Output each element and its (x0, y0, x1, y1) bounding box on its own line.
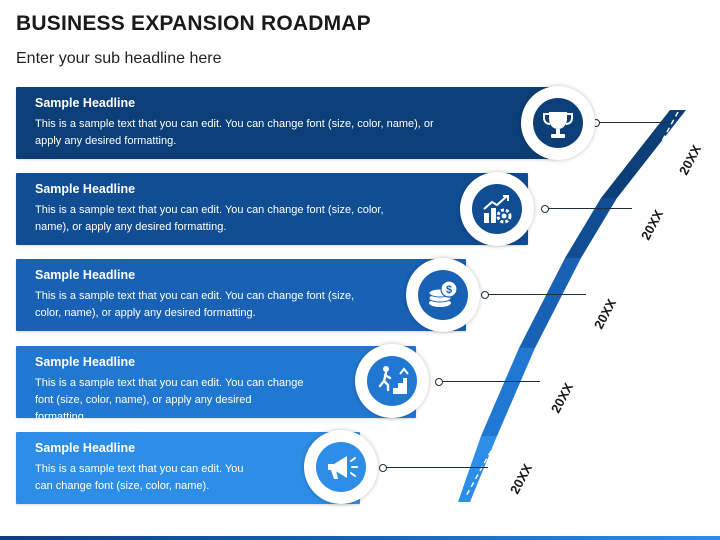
svg-text:$: $ (446, 284, 452, 296)
card-panel (16, 432, 360, 504)
connector-dot-3 (481, 291, 489, 299)
year-label-1: 20XX (676, 142, 704, 177)
roadmap-card-1: Sample Headline This is a sample text th… (16, 87, 556, 159)
roadmap-card-3: Sample Headline This is a sample text th… (16, 259, 466, 331)
page-subtitle: Enter your sub headline here (16, 50, 222, 67)
icon-disc-3: $ (406, 258, 480, 332)
connector-line-1 (598, 122, 670, 123)
connector-line-5 (384, 467, 488, 468)
icon-disc-4 (355, 344, 429, 418)
footer-accent-bar (0, 536, 720, 540)
year-label-3: 20XX (591, 296, 619, 331)
card-body-text: This is a sample text that you can edit.… (35, 463, 244, 492)
year-label-4: 20XX (548, 380, 576, 415)
card-headline: Sample Headline (35, 268, 136, 282)
year-label-5: 20XX (507, 461, 535, 496)
timeline-segment-5 (458, 436, 497, 502)
roadmap-card-2: Sample Headline This is a sample text th… (16, 173, 528, 245)
trophy-icon (543, 112, 573, 138)
connector-line-2 (546, 208, 632, 209)
icon-disc-2 (460, 172, 534, 246)
card-body-text: This is a sample text that you can edit.… (35, 118, 434, 147)
timeline-segment-2 (565, 198, 617, 258)
card-panel (16, 346, 416, 418)
card-panel (16, 87, 556, 159)
connector-dot-5 (379, 464, 387, 472)
card-headline: Sample Headline (35, 441, 136, 455)
growth-chart-gear-icon (483, 195, 512, 224)
page-title: BUSINESS EXPANSION ROADMAP (16, 12, 371, 35)
card-panel (16, 173, 528, 245)
climbing-stairs-icon (378, 366, 409, 394)
timeline-segment-4 (481, 348, 535, 436)
connector-dot-4 (435, 378, 443, 386)
card-body-text: This is a sample text that you can edit.… (35, 290, 355, 319)
connector-line-4 (440, 381, 540, 382)
connector-line-3 (486, 294, 586, 295)
card-body-text: This is a sample text that you can edit.… (35, 204, 384, 233)
timeline-segment-3 (519, 258, 581, 348)
megaphone-icon (328, 456, 358, 479)
connector-dot-2 (541, 205, 549, 213)
card-body-text: This is a sample text that you can edit.… (35, 377, 304, 423)
card-panel (16, 259, 466, 331)
icon-disc-5 (304, 430, 378, 504)
icon-disc-1 (521, 86, 595, 160)
year-label-2: 20XX (638, 207, 666, 242)
timeline-segment-1 (601, 110, 686, 198)
roadmap-card-4: Sample Headline This is a sample text th… (16, 346, 416, 423)
card-headline: Sample Headline (35, 96, 136, 110)
card-headline: Sample Headline (35, 355, 136, 369)
timeline-dashes (464, 111, 679, 499)
coins-icon: $ (428, 280, 458, 307)
card-headline: Sample Headline (35, 182, 136, 196)
roadmap-card-5: Sample Headline This is a sample text th… (16, 432, 360, 504)
